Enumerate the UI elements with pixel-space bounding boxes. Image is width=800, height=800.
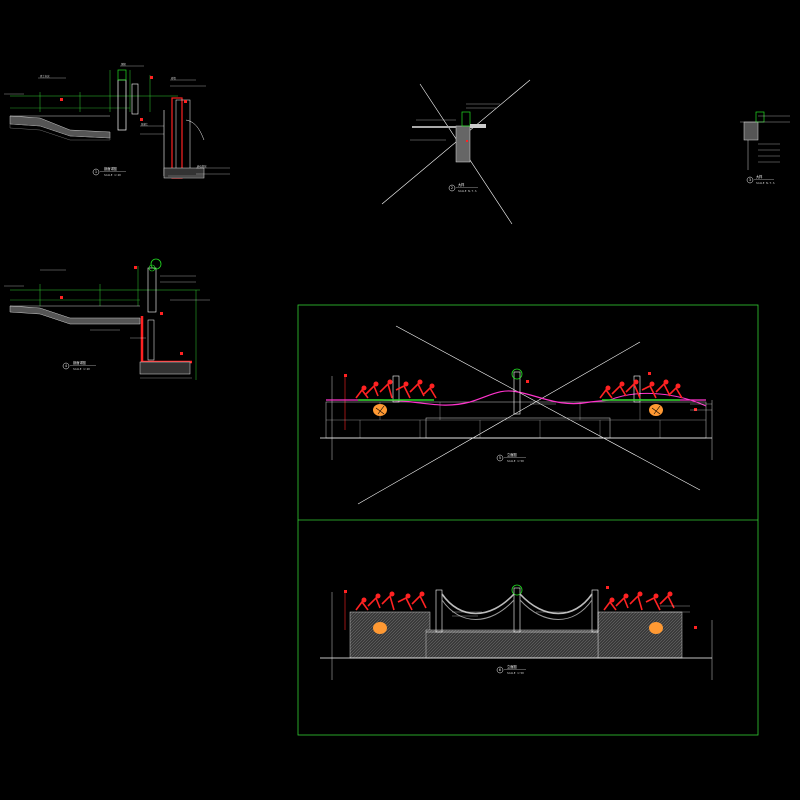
elevation-2-scale: SCALE 1:50 [507, 671, 524, 675]
detail-2-scale: SCALE N.T.S [458, 189, 477, 193]
detail-3-number: 3 [749, 178, 751, 182]
section-detail-4: 4 剖面详图 SCALE 1:20 [4, 258, 210, 380]
svg-text:碎石垫层: 碎石垫层 [197, 164, 207, 168]
svg-text:砖墙: 砖墙 [171, 76, 176, 80]
elevation-1-planter-right [599, 379, 683, 416]
section-detail-3: 3 大样 SCALE N.T.S [740, 111, 790, 185]
detail-3-title: 大样 [756, 174, 763, 179]
elevation-2-title: 立面图 [507, 664, 517, 669]
elevation-2-planter-right [597, 611, 683, 659]
detail-1-scale: SCALE 1:20 [104, 173, 121, 177]
svg-text:混凝土: 混凝土 [141, 122, 149, 126]
detail-2-title: 大样 [458, 182, 465, 187]
elevation-1-planter-left [355, 379, 437, 416]
svg-text:素土夯实: 素土夯实 [40, 74, 50, 78]
detail-2-number: 2 [451, 186, 453, 190]
elevation-2: 6 立面图 SCALE 1:50 [320, 584, 713, 680]
detail-1-number-circle [92, 168, 100, 176]
detail-3-scale: SCALE N.T.S [756, 181, 775, 185]
detail-4-number: 4 [65, 364, 67, 368]
detail-1-number: 1 [95, 170, 97, 174]
elevation-1-number: 5 [499, 456, 501, 460]
elevation-2-number: 6 [499, 668, 501, 672]
elevation-1-scale: SCALE 1:50 [507, 459, 524, 463]
elevation-2-planter-left [349, 611, 431, 659]
detail-1-title: 剖面详图 [104, 166, 117, 171]
section-detail-1: 素土夯实 钢管 砖墙 碎石垫层 混凝土 1 剖面详图 SCALE 1:20 [4, 62, 230, 179]
elevation-1: 5 立面图 SCALE 1:50 [320, 325, 713, 505]
elevation-1-title: 立面图 [507, 452, 517, 457]
svg-text:钢管: 钢管 [121, 62, 126, 66]
detail-4-title: 剖面详图 [73, 360, 86, 365]
section-detail-2: 2 大样 SCALE N.T.S [381, 79, 531, 225]
detail-4-scale: SCALE 1:20 [73, 367, 90, 371]
